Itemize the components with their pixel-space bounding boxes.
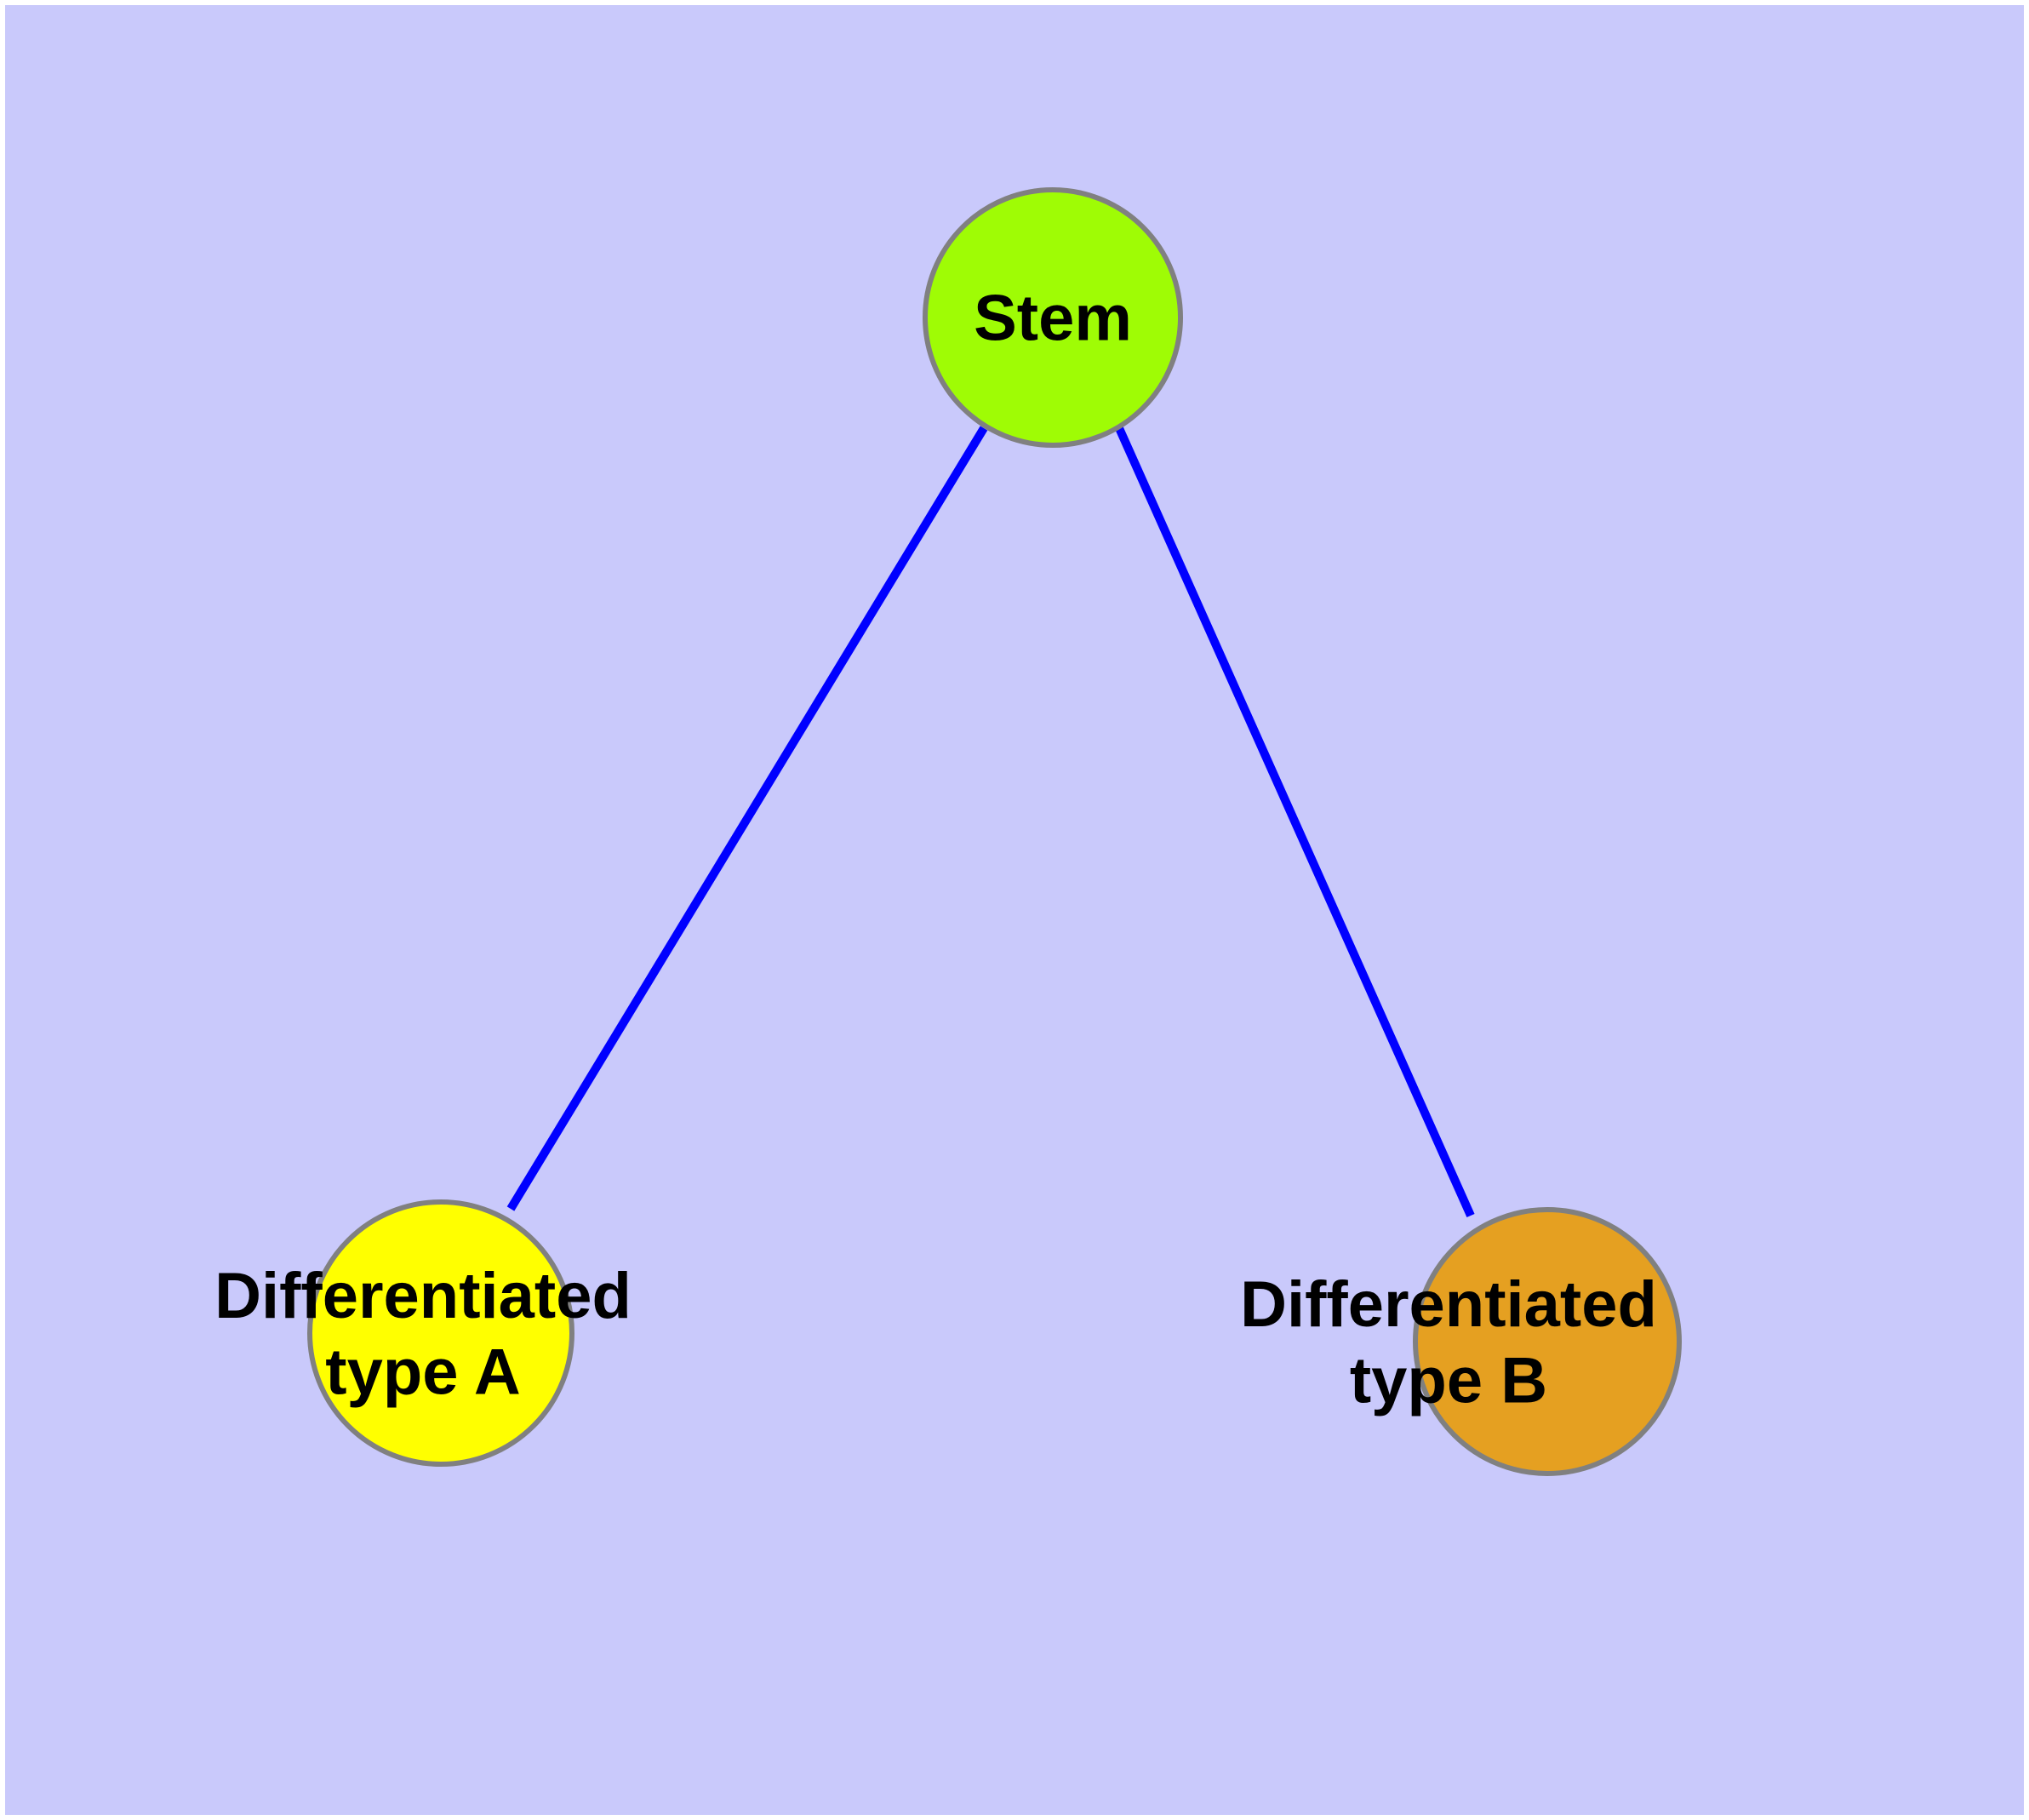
graph-edge-stem-diff_b xyxy=(1115,426,1475,1218)
graph-node-diff_b[interactable] xyxy=(1413,1207,1682,1476)
graph-edge-stem-diff_a xyxy=(506,426,988,1211)
node-label-line: Differentiated xyxy=(1240,1268,1657,1341)
edges-group xyxy=(506,426,1475,1218)
node-label-line: Stem xyxy=(974,283,1132,355)
graph-node-diff_a[interactable] xyxy=(307,1199,574,1467)
node-label-line: type A xyxy=(325,1336,520,1408)
nodes-group xyxy=(307,187,1682,1476)
node-label-line: type B xyxy=(1350,1344,1547,1417)
node-label-line: Differentiated xyxy=(214,1260,632,1332)
graph-node-stem[interactable] xyxy=(923,187,1183,448)
node-label-stem: Stem xyxy=(974,283,1132,355)
